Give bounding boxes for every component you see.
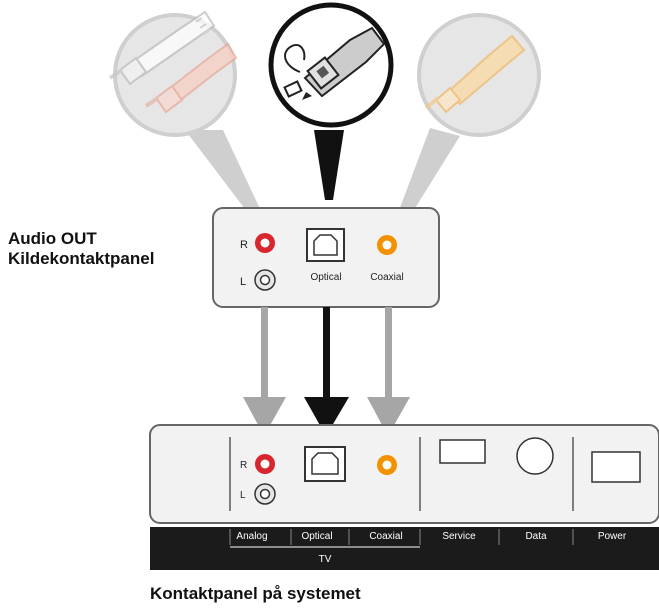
system-analog-l-jack bbox=[254, 483, 276, 505]
optical-arrow bbox=[304, 307, 349, 436]
source-l-label: L bbox=[240, 276, 246, 288]
optical-callout-pointer bbox=[314, 130, 344, 200]
rca-callout-pointer bbox=[185, 130, 262, 213]
bar-label-analog: Analog bbox=[236, 531, 267, 542]
system-panel-caption: Kontaktpanel på systemet bbox=[150, 584, 361, 603]
rca-cable-icon bbox=[108, 10, 238, 114]
coaxial-arrow bbox=[367, 307, 410, 436]
coaxial-callout-pointer bbox=[398, 128, 460, 213]
source-title-line2: Kildekontaktpanel bbox=[8, 249, 155, 268]
bar-label-tv: TV bbox=[319, 554, 332, 565]
system-optical-port bbox=[304, 446, 346, 482]
system-panel bbox=[149, 424, 659, 524]
source-panel-title: Audio OUT Kildekontaktpanel bbox=[8, 229, 154, 269]
service-port bbox=[439, 439, 486, 464]
source-coaxial-label: Coaxial bbox=[370, 272, 403, 283]
source-analog-r-jack bbox=[255, 233, 275, 253]
data-port bbox=[516, 437, 554, 475]
optical-plug-icon bbox=[283, 26, 386, 100]
system-label-bar bbox=[150, 527, 659, 570]
source-title-line1: Audio OUT bbox=[8, 229, 97, 248]
system-l-label: L bbox=[240, 490, 246, 501]
source-optical-label: Optical bbox=[310, 272, 341, 283]
power-port bbox=[591, 451, 641, 483]
source-r-label: R bbox=[240, 239, 248, 251]
system-coaxial-jack bbox=[377, 455, 397, 475]
bar-label-optical: Optical bbox=[301, 531, 332, 542]
analog-arrow bbox=[243, 307, 286, 436]
system-r-label: R bbox=[240, 460, 247, 471]
bar-label-coaxial: Coaxial bbox=[369, 531, 402, 542]
system-analog-r-jack bbox=[255, 454, 275, 474]
bar-label-data: Data bbox=[525, 531, 547, 542]
source-optical-port bbox=[306, 228, 345, 262]
source-coaxial-jack bbox=[377, 235, 397, 255]
source-analog-l-jack bbox=[254, 269, 276, 291]
bar-label-service: Service bbox=[442, 531, 476, 542]
coaxial-plug-icon bbox=[424, 34, 526, 114]
bar-label-power: Power bbox=[598, 531, 627, 542]
